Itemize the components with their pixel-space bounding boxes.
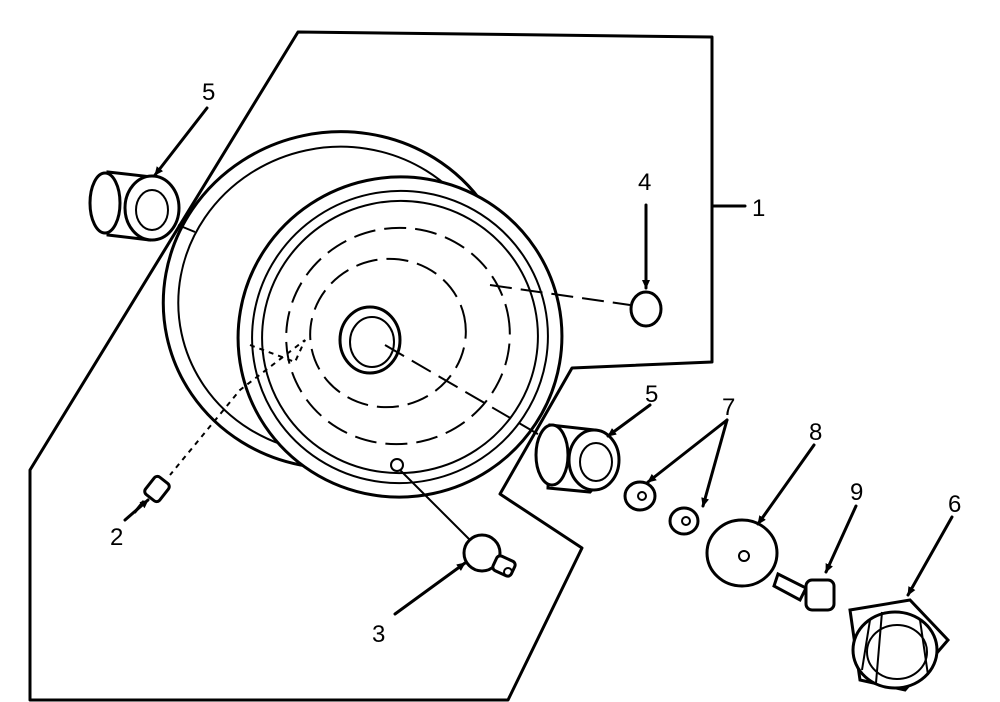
leader-3 xyxy=(393,561,467,616)
callout-9: 9 xyxy=(850,479,863,506)
callout-5-rear: 5 xyxy=(202,79,215,106)
callout-2: 2 xyxy=(110,524,123,551)
callout-3: 3 xyxy=(372,621,385,648)
leader-8 xyxy=(756,443,816,526)
leader-7b xyxy=(701,418,729,508)
axis-line-to-rear-bearing xyxy=(177,224,196,233)
cap-nut xyxy=(848,598,951,692)
wheel-hub xyxy=(338,305,402,375)
callout-5-front: 5 xyxy=(645,381,658,408)
spacer-disc xyxy=(705,518,779,588)
leader-5b xyxy=(606,403,652,438)
callout-6: 6 xyxy=(948,491,961,518)
axis-line-to-plug xyxy=(489,284,631,306)
hub-plug xyxy=(629,290,663,328)
washer-2 xyxy=(668,506,700,536)
callout-7: 7 xyxy=(722,394,735,421)
callout-4: 4 xyxy=(638,169,651,196)
callout-1: 1 xyxy=(752,195,765,222)
bolt xyxy=(772,571,836,612)
axis-line-grease-fitting xyxy=(399,469,471,541)
axis-line-hub-to-bearing xyxy=(384,344,549,441)
bearing-rear xyxy=(88,170,181,242)
leader-9 xyxy=(824,504,858,574)
leader-5a xyxy=(153,106,209,177)
bearing-front xyxy=(534,423,621,494)
leader-7a xyxy=(646,418,729,484)
washer-1 xyxy=(623,480,657,512)
valve-stem-hidden-path xyxy=(169,339,306,476)
grease-fitting xyxy=(390,458,517,578)
callout-8: 8 xyxy=(809,419,822,446)
leader-2 xyxy=(123,498,150,522)
assembly-boundary xyxy=(28,30,714,702)
leader-6 xyxy=(906,515,954,597)
